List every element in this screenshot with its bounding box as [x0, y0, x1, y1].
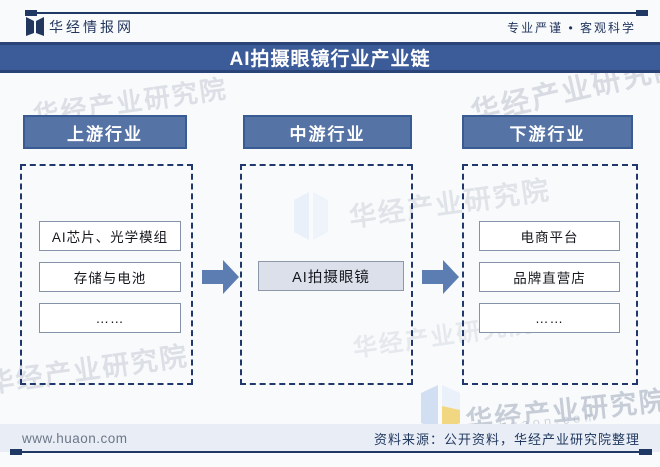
brand-name: 华经情报网 [49, 19, 134, 35]
chain-item: AI拍摄眼镜 [258, 261, 404, 291]
bottom-rule [10, 451, 650, 453]
arrow-right-icon [202, 258, 240, 296]
chain-item: 存储与电池 [39, 262, 181, 292]
huajing-logo-icon [25, 14, 45, 36]
title-bar: AI拍摄眼镜行业产业链 [0, 42, 660, 73]
column-header-upstream: 上游行业 [23, 115, 187, 149]
top-rule-right-cap [636, 10, 648, 16]
column-header-midstream: 中游行业 [243, 115, 412, 149]
downstream-panel: 电商平台 品牌直营店 …… [462, 164, 638, 385]
chain-item: …… [479, 303, 620, 333]
source-text: 资料来源：公开资料，华经产业研究院整理 [373, 431, 640, 447]
chain-item: AI芯片、光学模组 [39, 221, 181, 251]
arrow-right-icon [422, 258, 460, 296]
chain-item: …… [39, 303, 181, 333]
chain-item: 电商平台 [479, 221, 620, 251]
top-rule-left-cap [25, 10, 37, 16]
bottom-rule-left-cap [10, 449, 22, 455]
chain-item: 品牌直营店 [479, 262, 620, 292]
page-title: AI拍摄眼镜行业产业链 [229, 49, 431, 70]
midstream-panel: AI拍摄眼镜 [240, 164, 413, 385]
column-header-downstream: 下游行业 [462, 115, 633, 149]
website-text: www.huaon.com [22, 430, 128, 446]
bottom-rule-right-cap [639, 449, 652, 455]
brand-tagline: 专业严谨 • 客观科学 [507, 21, 636, 35]
top-rule [25, 12, 648, 14]
upstream-panel: AI芯片、光学模组 存储与电池 …… [20, 164, 193, 385]
footer-strip: www.huaon.com 资料来源：公开资料，华经产业研究院整理 [0, 424, 660, 452]
